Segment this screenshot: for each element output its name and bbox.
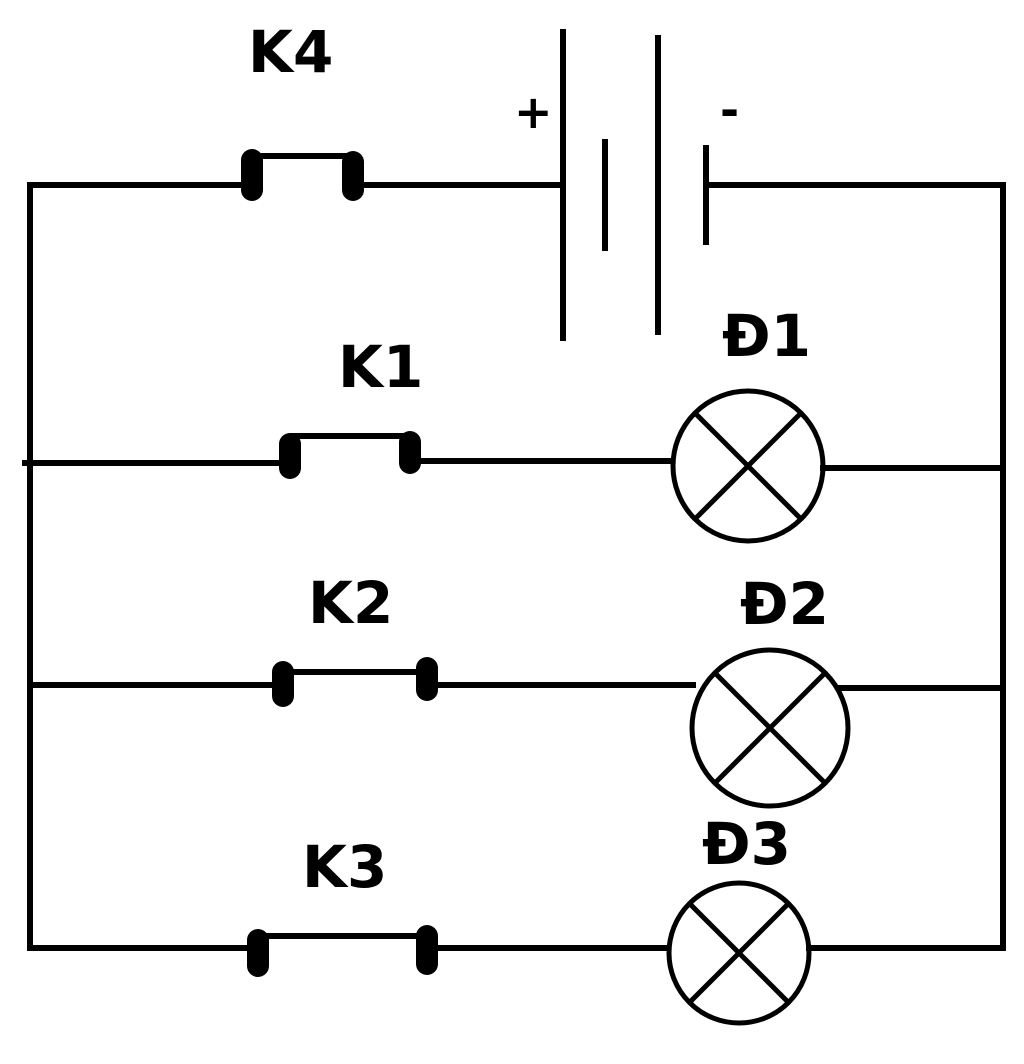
lamp-d2-cross-b	[713, 671, 827, 785]
lamp-d1-label: Đ1	[722, 302, 811, 370]
switch-k3-label: K3	[302, 833, 387, 901]
lamp-d2-label: Đ2	[740, 570, 829, 638]
lamp-d3-label: Đ3	[702, 810, 791, 878]
switch-k4-label: K4	[248, 18, 333, 86]
branch-2	[27, 647, 1006, 809]
lamp-d1-cross-b	[693, 411, 803, 521]
battery-minus-sign: -	[720, 83, 739, 137]
battery-plus-sign: +	[514, 85, 553, 139]
branch-1	[22, 388, 1006, 544]
branch-3	[27, 880, 1006, 1026]
top-branch	[27, 29, 1006, 341]
lamp-d3-cross-b	[688, 902, 790, 1004]
switch-k2-label: K2	[308, 569, 393, 637]
switch-k1-label: K1	[338, 333, 423, 401]
